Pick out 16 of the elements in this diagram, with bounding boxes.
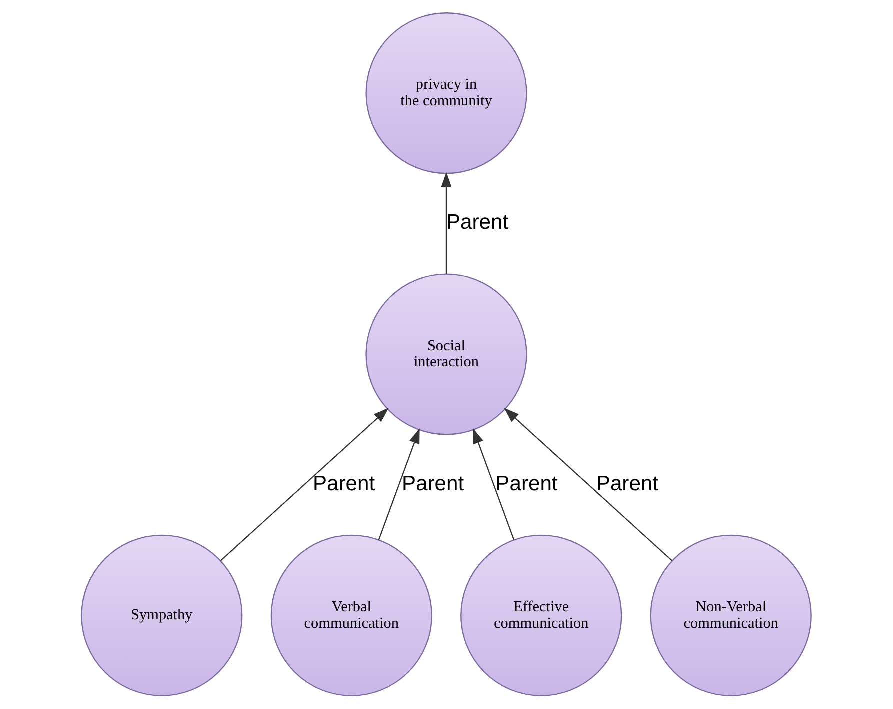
edge-label: Parent — [446, 211, 509, 234]
edge-label: Parent — [402, 472, 464, 496]
edge-label: Parent — [596, 472, 658, 496]
node-circle: Effective communication — [460, 534, 622, 696]
node-circle: Verbal communication — [270, 534, 432, 696]
node-circle: Sympathy — [81, 534, 243, 696]
arrow — [220, 408, 389, 562]
arrow — [441, 172, 452, 274]
arrow — [378, 428, 420, 540]
edge-label: Parent — [496, 472, 558, 496]
arrow — [504, 408, 673, 562]
arrow — [473, 428, 515, 540]
node-circle: privacy in the community — [366, 12, 528, 174]
node-circle: Social interaction — [366, 274, 528, 436]
edge-label: Parent — [312, 472, 376, 496]
node-circle: Non-Verbal communication — [650, 534, 812, 696]
